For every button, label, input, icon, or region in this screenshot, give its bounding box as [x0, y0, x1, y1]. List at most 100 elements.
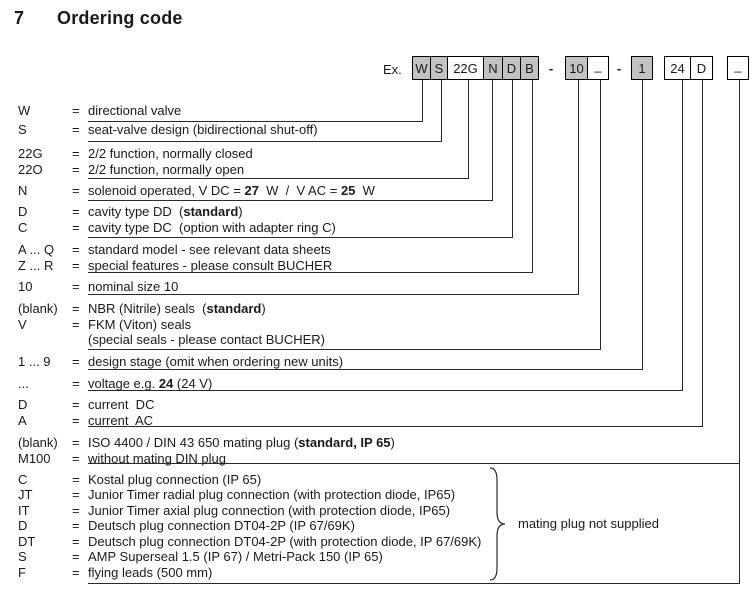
equals-sign: =: [72, 534, 80, 549]
code-box: 10: [565, 56, 588, 80]
equals-sign: =: [72, 549, 80, 564]
legend-description: standard model - see relevant data sheet…: [88, 242, 331, 257]
legend-description: cavity type DC (option with adapter ring…: [88, 220, 336, 235]
curly-brace: [489, 467, 506, 581]
legend-description: Junior Timer axial plug connection (with…: [88, 503, 451, 518]
leader-line-vertical: [532, 80, 533, 272]
code-box: N: [483, 56, 503, 80]
leader-line-vertical: [492, 80, 493, 200]
legend-code: F: [18, 565, 26, 580]
leader-line-vertical: [682, 80, 683, 390]
equals-sign: =: [72, 487, 80, 502]
leader-line-horizontal: [88, 463, 740, 464]
legend-code: Z ... R: [18, 258, 54, 273]
legend-description: without mating DIN plug: [88, 451, 227, 466]
legend-description: Deutsch plug connection DT04-2P (IP 67/6…: [88, 518, 355, 533]
legend-description: seat-valve design (bidirectional shut-of…: [88, 122, 318, 137]
legend-code: (blank): [18, 435, 58, 450]
code-box-label: 24: [670, 60, 685, 76]
separator-dash: -: [548, 60, 554, 76]
legend-description: Deutsch plug connection DT04-2P (with pr…: [88, 534, 482, 549]
code-box: B: [520, 56, 539, 80]
equals-sign: =: [72, 397, 80, 412]
equals-sign: =: [72, 122, 80, 137]
code-box-label: 10: [569, 60, 584, 76]
equals-sign: =: [72, 518, 80, 533]
equals-sign: =: [72, 301, 80, 316]
legend-code: S: [18, 122, 27, 137]
equals-sign: =: [72, 354, 80, 369]
legend-code: (blank): [18, 301, 58, 316]
separator-dash: -: [616, 60, 622, 76]
legend-code: DT: [18, 534, 36, 549]
equals-sign: =: [72, 435, 80, 450]
legend-code: D: [18, 397, 28, 412]
legend-description: voltage e.g. 24 (24 V): [88, 376, 213, 391]
leader-line-horizontal: [88, 294, 579, 295]
legend-code: 22O: [18, 162, 43, 177]
equals-sign: =: [72, 220, 80, 235]
code-box: D: [690, 56, 713, 80]
equals-sign: =: [72, 451, 80, 466]
legend-code: 10: [18, 279, 33, 294]
legend-code: 22G: [18, 146, 43, 161]
leader-line-horizontal: [88, 349, 601, 350]
leader-line-vertical: [512, 80, 513, 237]
legend-code: C: [18, 472, 28, 487]
code-box-label: N: [488, 60, 498, 76]
leader-line-vertical: [468, 80, 469, 178]
equals-sign: =: [72, 472, 80, 487]
legend-description: cavity type DD (standard): [88, 204, 243, 219]
code-box-label: _: [594, 57, 602, 73]
legend-code: D: [18, 518, 28, 533]
code-box-label: 22G: [453, 60, 478, 76]
legend-description: flying leads (500 mm): [88, 565, 213, 580]
legend-code: IT: [18, 503, 30, 518]
code-box: 1: [631, 56, 653, 80]
legend-description: (special seals - please contact BUCHER): [88, 332, 325, 347]
equals-sign: =: [72, 103, 80, 118]
legend-description: AMP Superseal 1.5 (IP 67) / Metri-Pack 1…: [88, 549, 383, 564]
legend-description: ISO 4400 / DIN 43 650 mating plug (stand…: [88, 435, 395, 450]
equals-sign: =: [72, 146, 80, 161]
leader-line-horizontal: [88, 272, 533, 273]
leader-line-horizontal: [88, 178, 469, 179]
equals-sign: =: [72, 317, 80, 332]
leader-line-vertical: [702, 80, 703, 426]
legend-description: Junior Timer radial plug connection (wit…: [88, 487, 456, 502]
leader-line-vertical: [600, 80, 601, 349]
equals-sign: =: [72, 413, 80, 428]
legend-description: directional valve: [88, 103, 182, 118]
leader-line-vertical: [739, 80, 740, 583]
equals-sign: =: [72, 183, 80, 198]
example-label: Ex.: [383, 62, 402, 77]
code-box: _: [587, 56, 609, 80]
code-box: 22G: [447, 56, 484, 80]
leader-line-horizontal: [88, 583, 740, 584]
code-box-label: D: [696, 60, 707, 76]
leader-line-horizontal: [88, 200, 493, 201]
legend-description: solenoid operated, V DC = 27 W / V AC = …: [88, 183, 375, 198]
legend-code: M100: [18, 451, 51, 466]
legend-code: A ... Q: [18, 242, 55, 257]
leader-line-vertical: [441, 80, 442, 141]
equals-sign: =: [72, 242, 80, 257]
legend-code: V: [18, 317, 27, 332]
legend-code: D: [18, 204, 28, 219]
legend-code: N: [18, 183, 28, 198]
code-box-label: B: [525, 60, 534, 76]
legend-description: 2/2 function, normally open: [88, 162, 245, 177]
legend-description: design stage (omit when ordering new uni…: [88, 354, 344, 369]
code-box: 24: [664, 56, 691, 80]
legend-description: Kostal plug connection (IP 65): [88, 472, 262, 487]
legend-description: current AC: [88, 413, 154, 428]
leader-line-horizontal: [88, 426, 703, 427]
legend-description: FKM (Viton) seals: [88, 317, 192, 332]
leader-line-horizontal: [88, 390, 683, 391]
code-box-label: _: [734, 57, 742, 73]
leader-line-vertical: [578, 80, 579, 294]
equals-sign: =: [72, 279, 80, 294]
legend-description: nominal size 10: [88, 279, 179, 294]
